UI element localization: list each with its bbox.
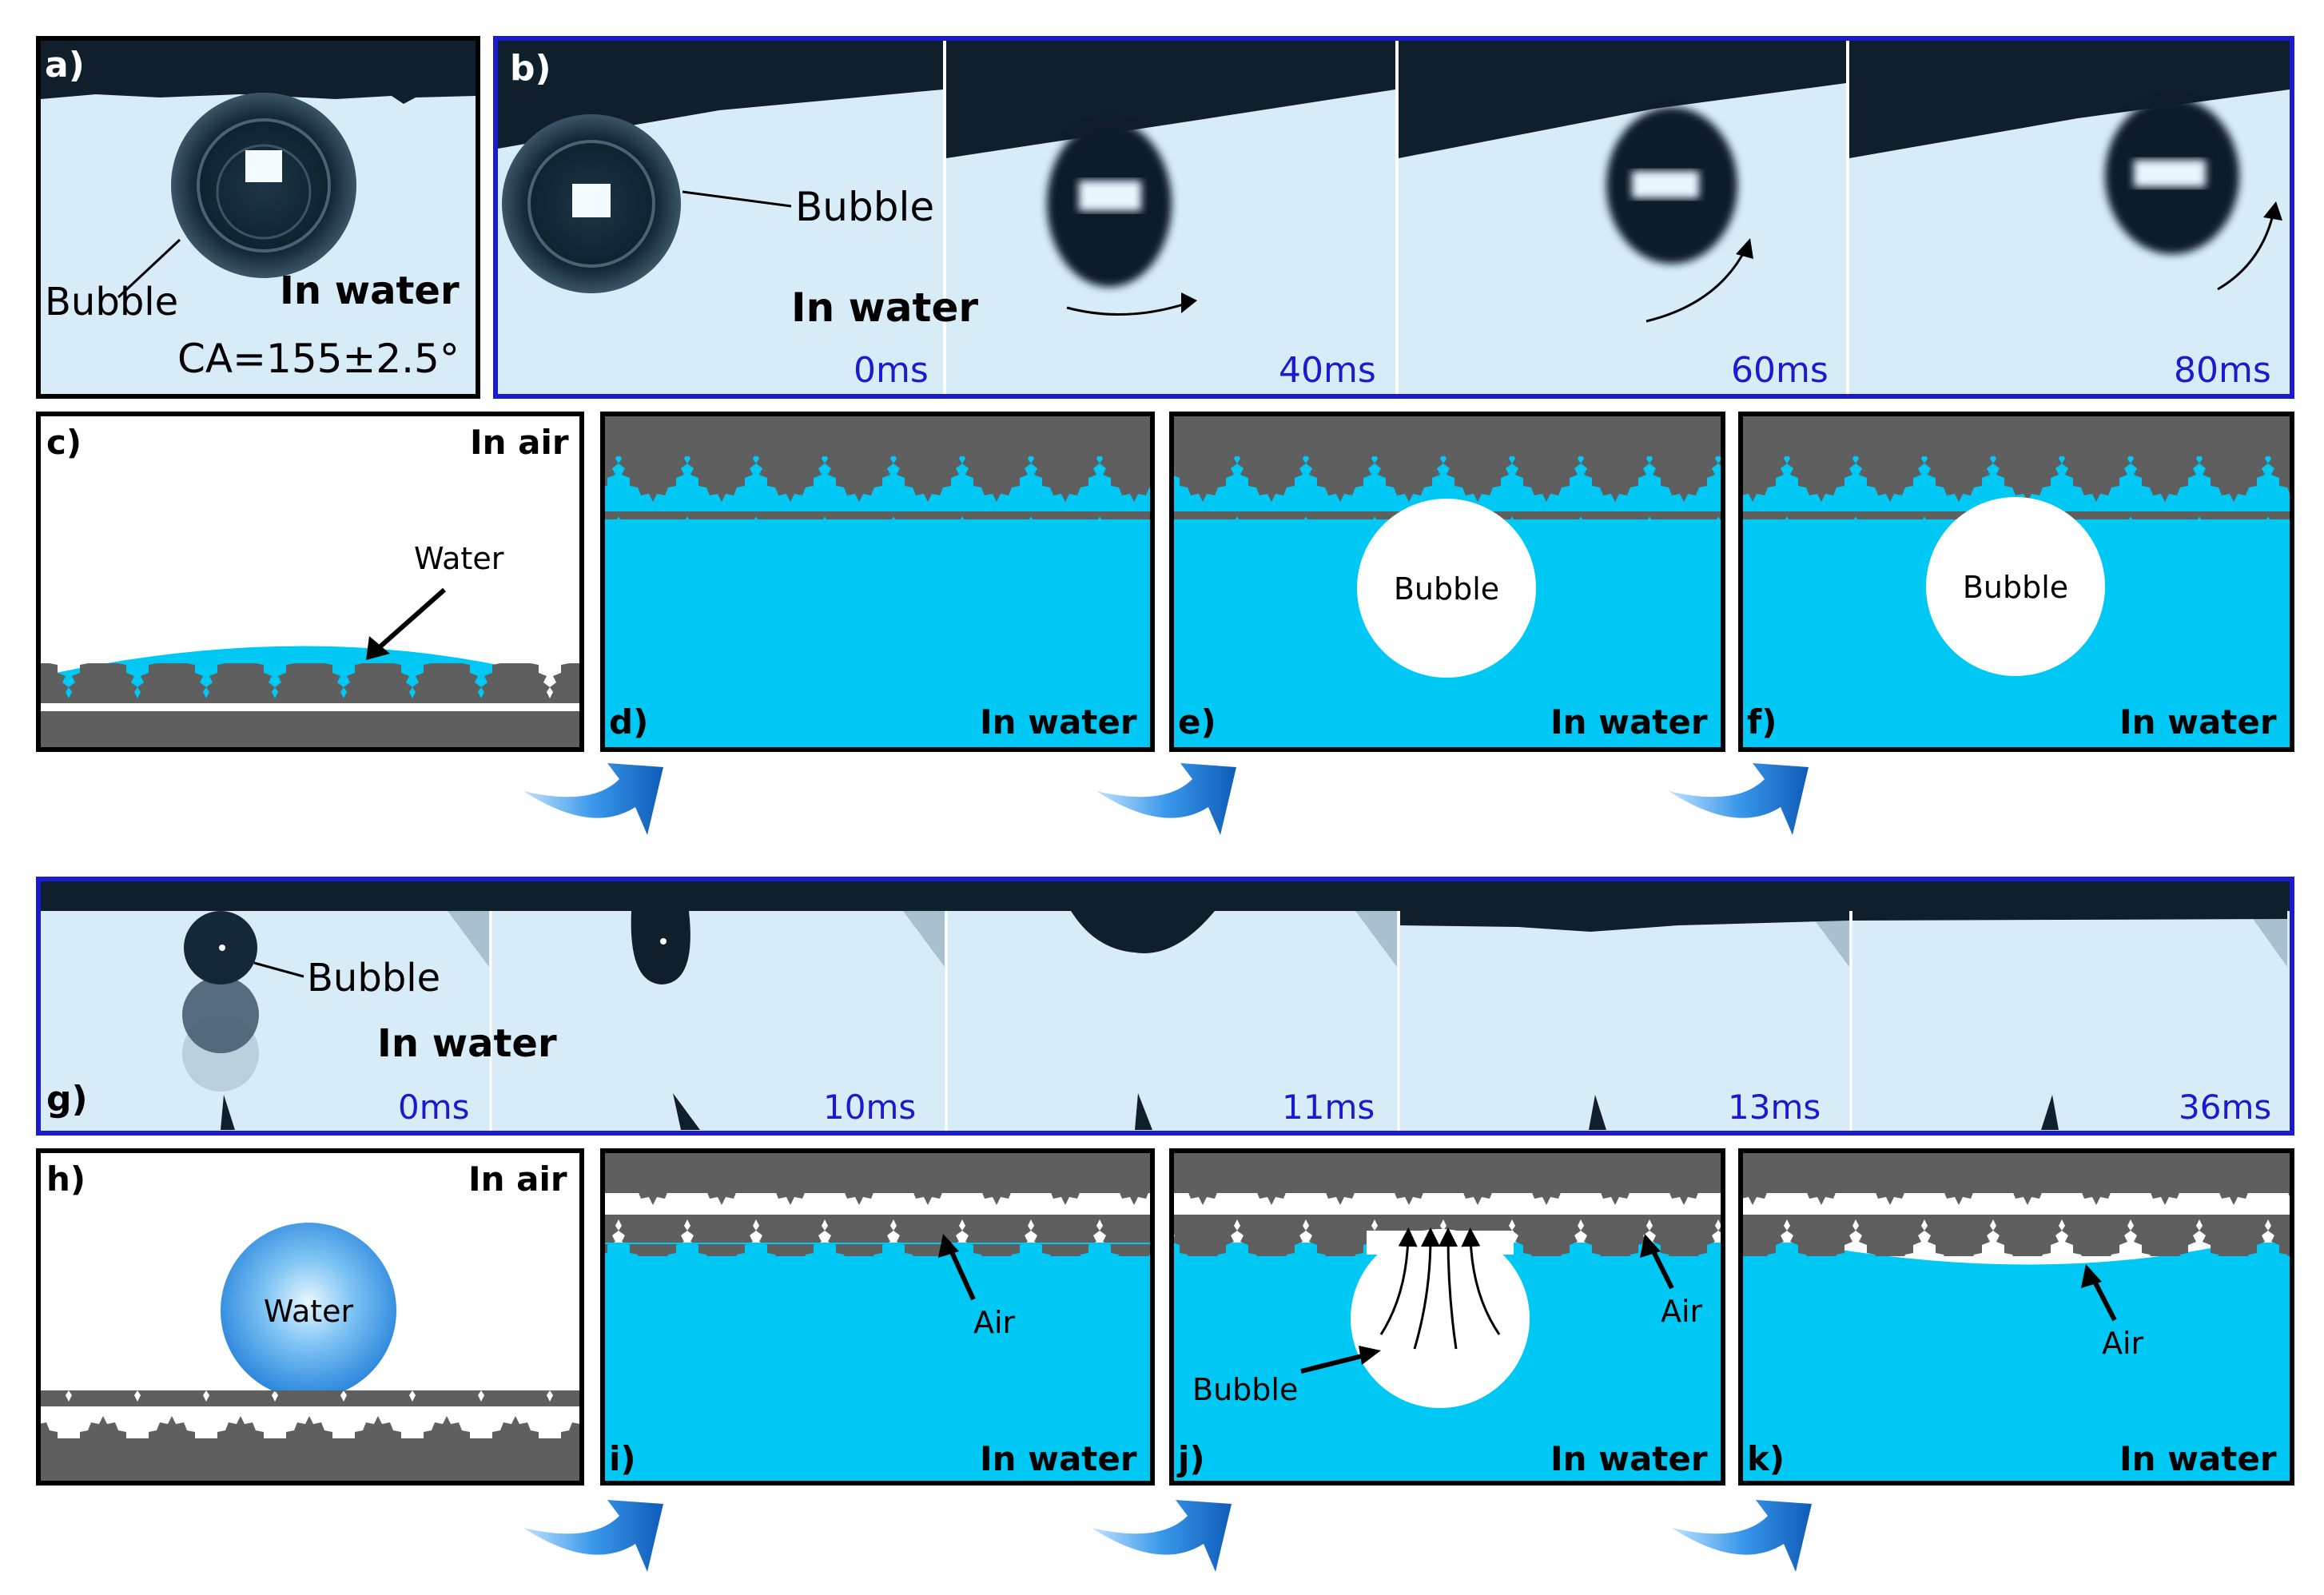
time-label: 10ms — [823, 1088, 916, 1127]
transition-arrow-icon — [523, 763, 663, 835]
panel-letter: d) — [609, 702, 648, 742]
bubble-label: Bubble — [45, 280, 178, 324]
time-label: 40ms — [1279, 350, 1376, 391]
transition-arrow-icon — [1096, 763, 1236, 835]
panel-e: Bubble e) In water — [1169, 412, 1725, 752]
panel-letter: j) — [1176, 1439, 1205, 1478]
panel-k: Air k) In water — [1738, 1148, 2294, 1486]
medium-label: In water — [1550, 702, 1708, 742]
medium-label: In water — [980, 1439, 1137, 1478]
panel-letter: c) — [46, 423, 82, 462]
panel-i: Air i) In water — [600, 1148, 1155, 1486]
time-label: 80ms — [2174, 350, 2271, 391]
panel-c: c) In air Water — [36, 412, 584, 752]
medium-label: In water — [980, 702, 1137, 742]
medium-label: In water — [2119, 702, 2277, 742]
panel-f: Bubble f) In water — [1738, 412, 2294, 752]
panel-d: d) In water — [600, 412, 1155, 752]
time-label: 11ms — [1282, 1088, 1375, 1127]
water-droplet — [221, 1223, 396, 1398]
panel-b: b) Bubble In water 0ms 40ms 60ms 80ms — [493, 36, 2294, 399]
bubble-highlight — [245, 150, 282, 182]
bubble-label: Bubble — [795, 184, 934, 230]
time-label: 13ms — [1728, 1088, 1821, 1127]
medium-label: In water — [377, 1021, 557, 1066]
panel-letter: e) — [1178, 702, 1216, 742]
panel-letter: k) — [1747, 1439, 1785, 1478]
panel-letter: h) — [46, 1159, 86, 1199]
time-label: 0ms — [854, 350, 929, 391]
contact-angle-label: CA=155±2.5° — [177, 336, 460, 382]
medium-label: In air — [468, 1159, 567, 1199]
time-label: 60ms — [1731, 350, 1829, 391]
water-label: Water — [264, 1294, 354, 1329]
medium-label: In water — [791, 284, 978, 331]
panel-g: Bubble In water g) 0ms 10ms 11ms 13ms 36… — [36, 877, 2294, 1136]
transition-arrow-icon — [1092, 1500, 1232, 1572]
bubble — [1926, 497, 2105, 676]
bubble-label: Bubble — [307, 956, 440, 1000]
medium-label: In water — [1550, 1439, 1708, 1478]
time-label: 36ms — [2179, 1088, 2271, 1127]
bubble-label: Bubble — [1394, 571, 1499, 607]
transition-arrows-row2 — [523, 1500, 1812, 1572]
air-label: Air — [2102, 1326, 2144, 1361]
bubble-label: Bubble — [1963, 570, 2068, 605]
transition-arrow-icon — [1669, 763, 1809, 835]
time-label: 0ms — [398, 1088, 470, 1127]
bubble — [1357, 499, 1536, 678]
panel-letter: a) — [45, 45, 85, 86]
panel-letter: f) — [1747, 702, 1777, 742]
medium-label: In water — [280, 268, 460, 313]
panel-h: h) In air Water — [36, 1148, 584, 1486]
bubble — [1351, 1229, 1530, 1408]
transition-arrow-icon — [1672, 1500, 1812, 1572]
panel-letter: i) — [609, 1439, 636, 1478]
medium-label: In water — [2119, 1439, 2277, 1478]
panel-j: Air Bubble j) In water — [1169, 1148, 1725, 1486]
transition-arrow-icon — [523, 1500, 663, 1572]
medium-label: In air — [470, 423, 569, 462]
transition-arrows-row1 — [523, 763, 1809, 835]
panel-letter: b) — [510, 48, 551, 89]
air-label: Air — [1661, 1294, 1703, 1329]
panel-letter: g) — [46, 1079, 88, 1120]
bubble-label: Bubble — [1192, 1372, 1298, 1407]
air-label: Air — [973, 1305, 1016, 1340]
substrate-silhouette — [41, 41, 476, 104]
panel-a: a) Bubble In water CA=155±2.5° — [36, 36, 480, 399]
water-label: Water — [414, 541, 504, 576]
